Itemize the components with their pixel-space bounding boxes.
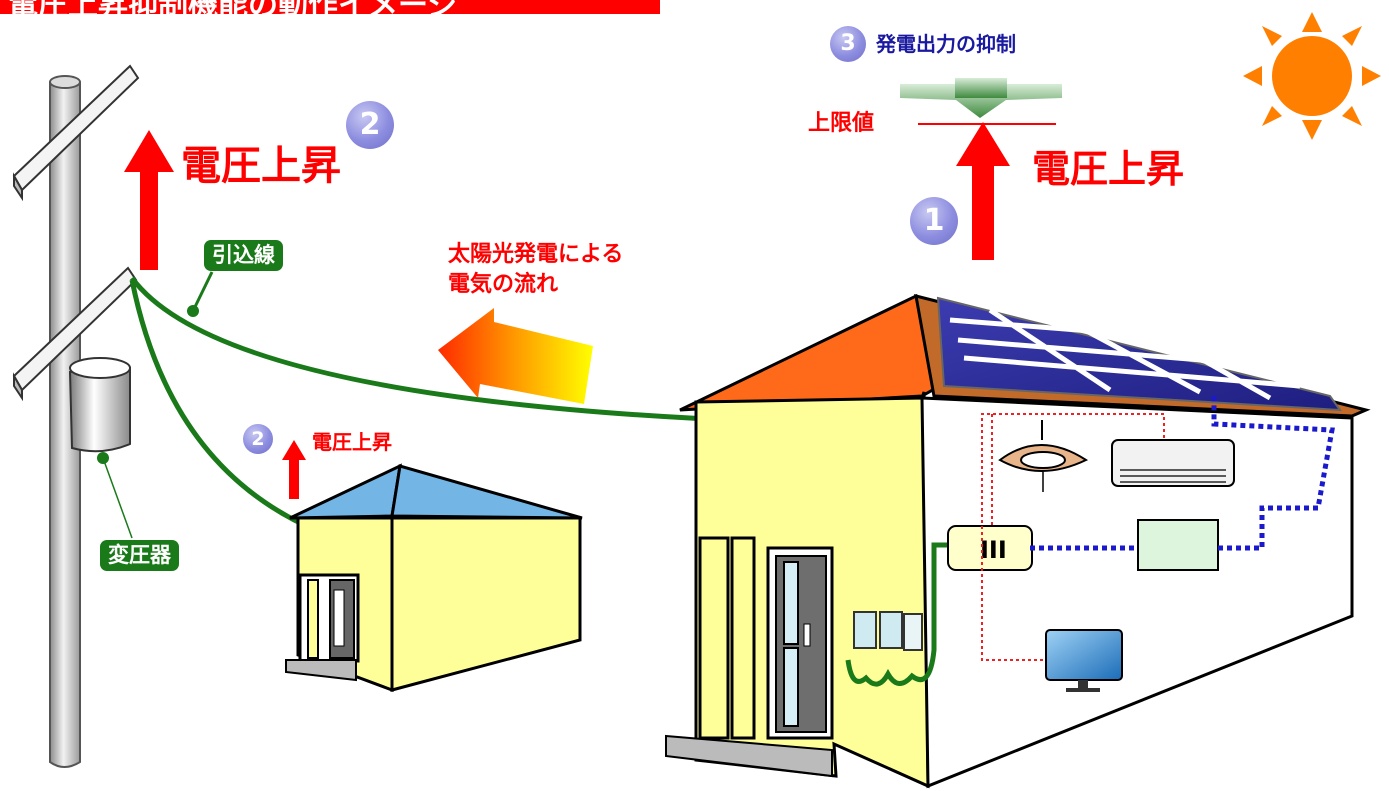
svg-text:III: III xyxy=(980,536,1007,564)
output-suppression-label: 発電出力の抑制 xyxy=(876,32,1016,56)
step-1-circle: 1 xyxy=(910,197,958,245)
small-house xyxy=(282,440,583,693)
step-2-circle-pole: 2 xyxy=(346,101,394,149)
power-flow-arrow xyxy=(438,308,593,404)
voltage-rise-arrow-house xyxy=(956,122,1010,260)
title-text: 電圧上昇抑制機能の動作イメージ xyxy=(8,0,457,14)
solar-flow-label-line2: 電気の流れ xyxy=(448,272,559,297)
voltage-rise-arrow-pole xyxy=(124,130,174,270)
title-banner: 電圧上昇抑制機能の動作イメージ xyxy=(0,0,660,14)
utility-pole xyxy=(12,64,140,768)
step-2-number-small: 2 xyxy=(251,428,265,450)
sun-icon xyxy=(1243,12,1381,140)
voltage-rise-label-house: 電圧上昇 xyxy=(1032,147,1185,191)
suppression-arrow xyxy=(900,78,1062,118)
voltage-rise-label-small: 電圧上昇 xyxy=(312,430,392,454)
step-2-number: 2 xyxy=(359,107,381,142)
transformer-tag: 変圧器 xyxy=(100,540,179,571)
step-2-circle-small-house: 2 xyxy=(243,424,273,454)
solar-flow-label-line1: 太陽光発電による xyxy=(448,242,624,267)
voltage-rise-label-pole: 電圧上昇 xyxy=(181,143,341,189)
service-wire-tag: 引込線 xyxy=(204,240,283,271)
big-house: III xyxy=(665,293,1371,789)
step-1-number: 1 xyxy=(923,203,945,238)
step-3-number: 3 xyxy=(840,31,856,56)
upper-limit-label: 上限値 xyxy=(808,111,875,136)
step-3-circle: 3 xyxy=(830,26,866,62)
